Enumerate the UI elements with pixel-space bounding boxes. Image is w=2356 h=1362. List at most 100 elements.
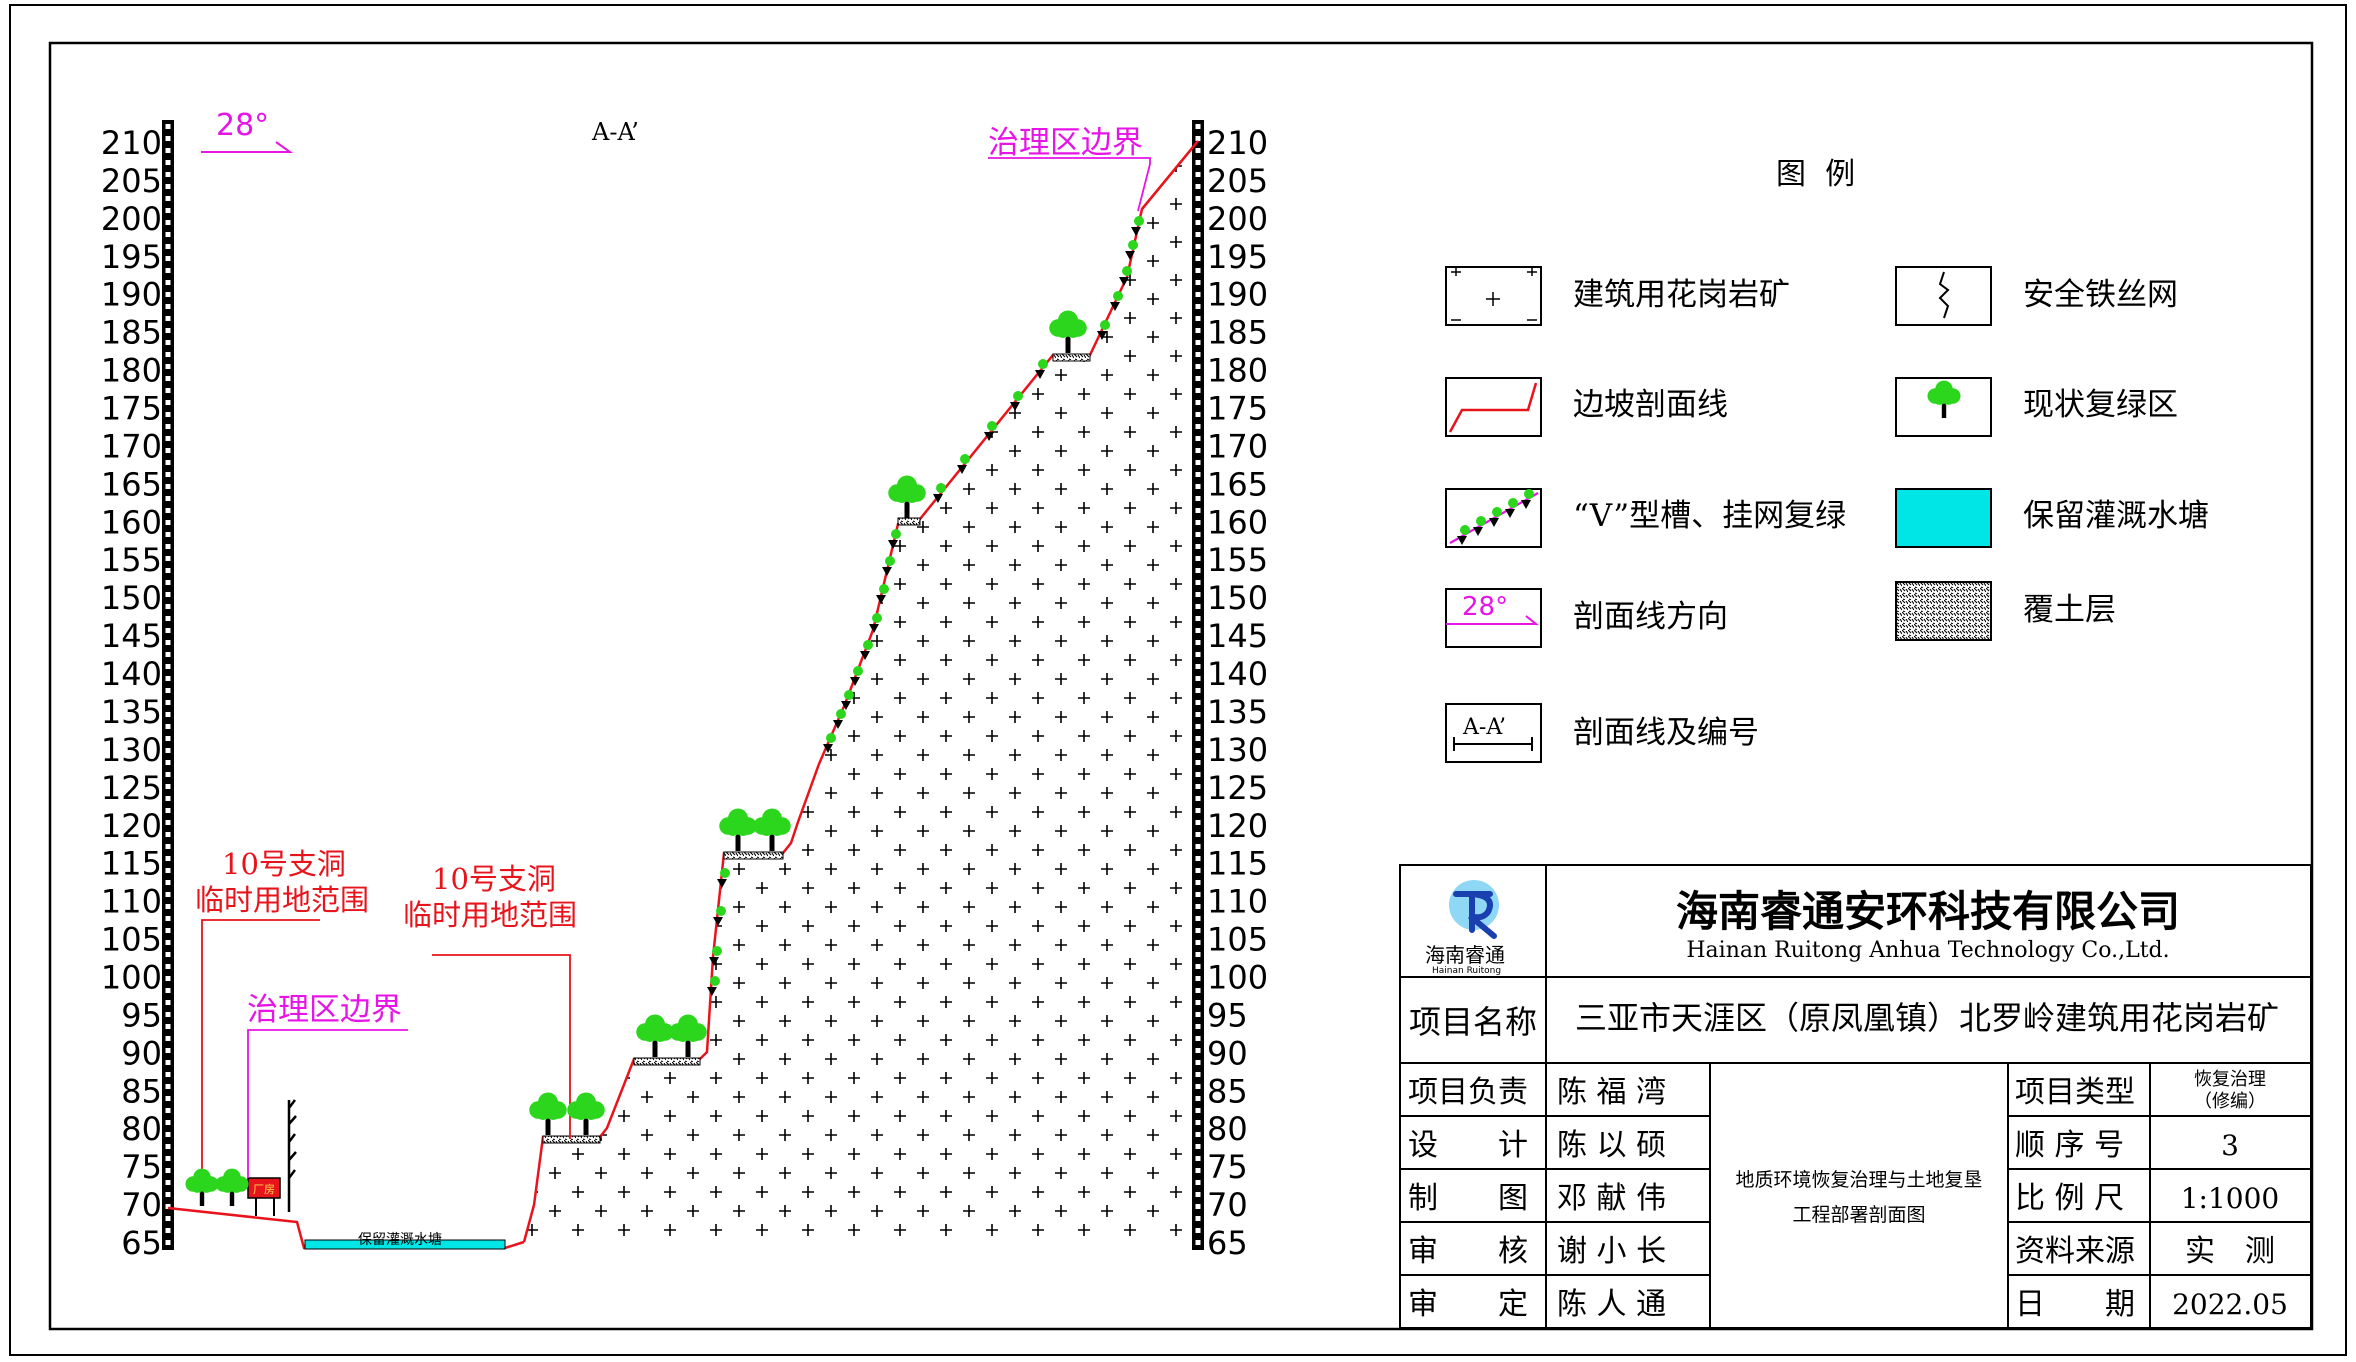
right-tick-label: 85 [1207, 1072, 1248, 1110]
v-groove-mark [1521, 489, 1534, 509]
right-tick-label: 70 [1207, 1186, 1248, 1224]
right-tick-label: 105 [1207, 921, 1268, 959]
company-name-en: Hainan Ruitong Anhua Technology Co.,Ltd. [1686, 938, 2169, 963]
legend-label-revegetated: 现状复绿区 [2023, 387, 2178, 423]
tree-icon [215, 1168, 249, 1206]
tree-icon [1049, 310, 1087, 353]
v-groove-mark [850, 666, 863, 686]
right-tick-label: 90 [1207, 1034, 1248, 1072]
right-tick-label: 95 [1207, 996, 1248, 1034]
tunnel-10-label-right-line2: 临时用地范围 [403, 898, 577, 932]
outer-frame [9, 4, 2347, 1356]
v-groove-mark [717, 868, 730, 888]
building [247, 1177, 281, 1199]
logo-text-cn: 海南睿通 [1425, 943, 1505, 967]
right-tick-label: 175 [1207, 390, 1268, 428]
role-value-lead: 陈 福 湾 [1557, 1075, 1666, 1110]
project-type-value-line1: 恢复治理 [2194, 1069, 2266, 1090]
legend-label-slope-line: 边坡剖面线 [1573, 387, 1728, 423]
right-tick-label: 130 [1207, 731, 1268, 769]
section-annotations: 厂房 [201, 157, 1151, 1216]
leader-boundary-bottom [247, 1029, 408, 1178]
v-groove-mark [869, 613, 882, 633]
right-tick-label: 210 [1207, 124, 1268, 162]
section-id-icon [1445, 703, 1542, 763]
scale-bar [162, 120, 174, 1250]
tunnel-10-label-left-line2: 临时用地范围 [195, 883, 369, 917]
soil-layer [542, 1135, 601, 1144]
project-name-label: 项目名称 [1409, 1003, 1537, 1041]
left-tick-label: 165 [101, 465, 162, 503]
tree-icon [529, 1092, 567, 1135]
seq-label: 顺 序 号 [2015, 1128, 2124, 1163]
left-tick-label: 125 [101, 769, 162, 807]
fence-icon [1895, 266, 1992, 326]
legend-label-soil: 覆土层 [2023, 592, 2116, 628]
revegetation-marks [185, 216, 1144, 1206]
role-value-review: 谢 小 长 [1557, 1234, 1666, 1269]
left-tick-label: 195 [101, 238, 162, 276]
right-tick-label: 160 [1207, 503, 1268, 541]
v-groove-mark [1035, 359, 1048, 379]
v-groove-mark [984, 421, 997, 441]
role-label-draw: 制 图 [1408, 1181, 1528, 1216]
v-groove-mark [1097, 320, 1110, 340]
tree-icon [567, 1092, 605, 1135]
v-groove-mark [888, 529, 901, 549]
left-tick-label: 95 [121, 996, 162, 1034]
inner-frame [48, 41, 2314, 1331]
tree-icon [719, 808, 757, 851]
left-tick-label: 160 [101, 503, 162, 541]
right-tick-label: 115 [1207, 845, 1268, 883]
right-tick-label: 120 [1207, 807, 1268, 845]
v-groove-mark [957, 454, 970, 474]
direction-angle: 28° [216, 108, 269, 143]
source-label: 资料来源 [2015, 1234, 2135, 1269]
right-tick-label: 150 [1207, 579, 1268, 617]
tunnel-10-label-left-line1: 10号支洞 [222, 847, 346, 881]
v-groove-mark [1473, 516, 1486, 536]
v-groove-mark [860, 640, 873, 660]
direction-icon [1445, 588, 1542, 648]
leader-tunnel-right [432, 954, 571, 1139]
left-tick-label: 185 [101, 314, 162, 352]
tunnel-10-label-right-line1: 10号支洞 [432, 862, 556, 896]
left-tick-label: 150 [101, 579, 162, 617]
slope-line-icon [1445, 377, 1542, 437]
ground-line-left [167, 1206, 525, 1250]
pond-icon [1895, 488, 1992, 548]
pond-label: 保留灌溉水塘 [358, 1232, 442, 1248]
tree-icon [888, 475, 926, 518]
legend-direction-angle: 28° [1462, 592, 1508, 622]
right-tick-label: 155 [1207, 541, 1268, 579]
right-tick-label: 190 [1207, 276, 1268, 314]
right-tick-label: 80 [1207, 1110, 1248, 1148]
right-tick-label: 75 [1207, 1148, 1248, 1186]
left-tick-label: 135 [101, 693, 162, 731]
left-tick-label: 85 [121, 1072, 162, 1110]
right-tick-label: 185 [1207, 314, 1268, 352]
role-label-lead: 项目负责 [1408, 1075, 1528, 1110]
left-tick-label: 100 [101, 958, 162, 996]
left-tick-label: 205 [101, 162, 162, 200]
project-type-label: 项目类型 [2015, 1075, 2135, 1110]
right-tick-label: 180 [1207, 352, 1268, 390]
left-tick-label: 155 [101, 541, 162, 579]
leader-tunnel-left [201, 919, 320, 1206]
scale-value: 1:1000 [2181, 1182, 2280, 1215]
right-tick-label: 170 [1207, 427, 1268, 465]
tree-icon [669, 1014, 707, 1057]
tree-icon [185, 1168, 219, 1206]
source-value: 实 测 [2185, 1234, 2275, 1269]
legend-label-granite: 建筑用花岗岩矿 [1573, 277, 1790, 313]
left-tick-label: 80 [121, 1110, 162, 1148]
v-groove-mark [1131, 216, 1144, 236]
v-groove-mark [1110, 291, 1123, 311]
left-tick-label: 115 [101, 845, 162, 883]
left-tick-label: 120 [101, 807, 162, 845]
v-groove-mark [1010, 391, 1023, 411]
left-tick-label: 65 [121, 1224, 162, 1262]
left-tick-label: 190 [101, 276, 162, 314]
v-groove-mark [709, 946, 722, 966]
company-logo [1449, 880, 1499, 939]
